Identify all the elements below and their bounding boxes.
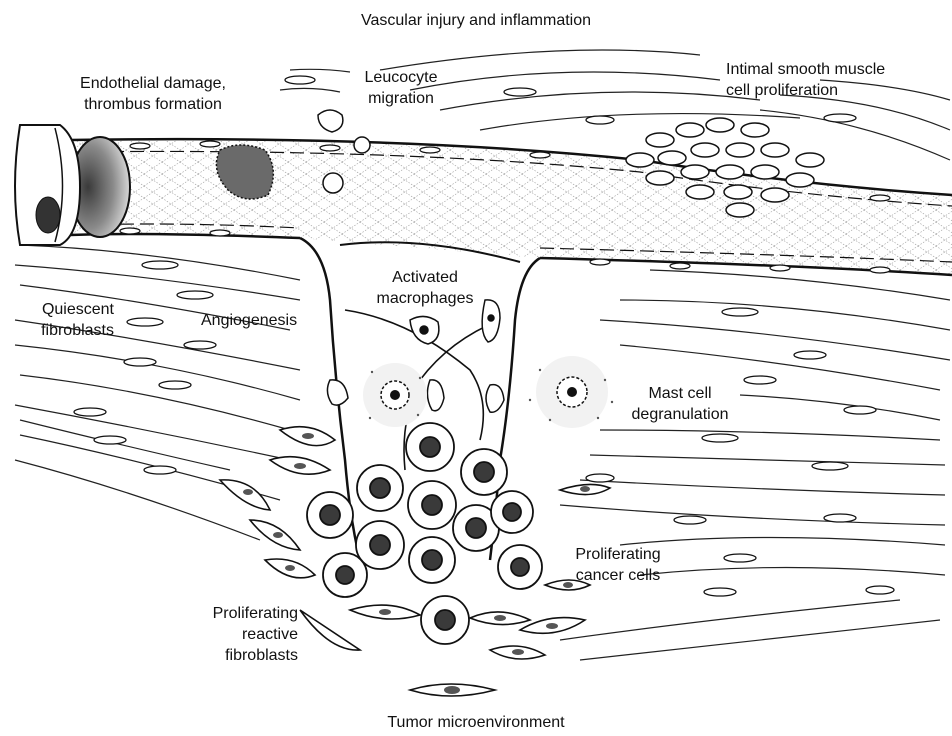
label-intimal-line-1: Intimal smooth muscle	[726, 59, 941, 80]
cancer-cells	[307, 423, 542, 644]
label-fibroblasts-line-1: Proliferating	[178, 603, 298, 624]
label-proliferating-cancer-cells: Proliferating cancer cells	[558, 544, 678, 586]
label-mast-line-2: degranulation	[615, 404, 745, 425]
label-cancer-line-2: cancer cells	[558, 565, 678, 586]
label-quiescent-line-1: Quiescent	[14, 299, 114, 320]
label-fibroblasts-line-3: fibroblasts	[178, 645, 298, 666]
label-fibroblasts-line-2: reactive	[178, 624, 298, 645]
label-macrophages-line-2: macrophages	[355, 288, 495, 309]
label-endothelial-damage: Endothelial damage, thrombus formation	[48, 73, 258, 115]
label-cancer-line-1: Proliferating	[558, 544, 678, 565]
label-endothelial-line-2: thrombus formation	[48, 94, 258, 115]
label-leucocyte-line-2: migration	[346, 88, 456, 109]
diagram-footer: Tumor microenvironment	[346, 712, 606, 733]
blood-vessel	[15, 110, 952, 275]
label-mast-cell-degranulation: Mast cell degranulation	[615, 383, 745, 425]
label-intimal-line-2: cell proliferation	[726, 80, 941, 101]
label-endothelial-line-1: Endothelial damage,	[48, 73, 258, 94]
label-quiescent-line-2: fibroblasts	[14, 320, 114, 341]
label-quiescent-fibroblasts: Quiescent fibroblasts	[14, 299, 114, 341]
label-leucocyte-line-1: Leucocyte	[346, 67, 456, 88]
label-mast-line-1: Mast cell	[615, 383, 745, 404]
diagram-title: Vascular injury and inflammation	[336, 10, 616, 31]
label-macrophages-line-1: Activated	[355, 267, 495, 288]
label-activated-macrophages: Activated macrophages	[355, 267, 495, 309]
label-proliferating-reactive-fibroblasts: Proliferating reactive fibroblasts	[178, 603, 298, 666]
label-leucocyte-migration: Leucocyte migration	[346, 67, 456, 109]
label-angiogenesis: Angiogenesis	[201, 310, 321, 331]
label-intimal-smooth-muscle: Intimal smooth muscle cell proliferation	[726, 59, 941, 101]
